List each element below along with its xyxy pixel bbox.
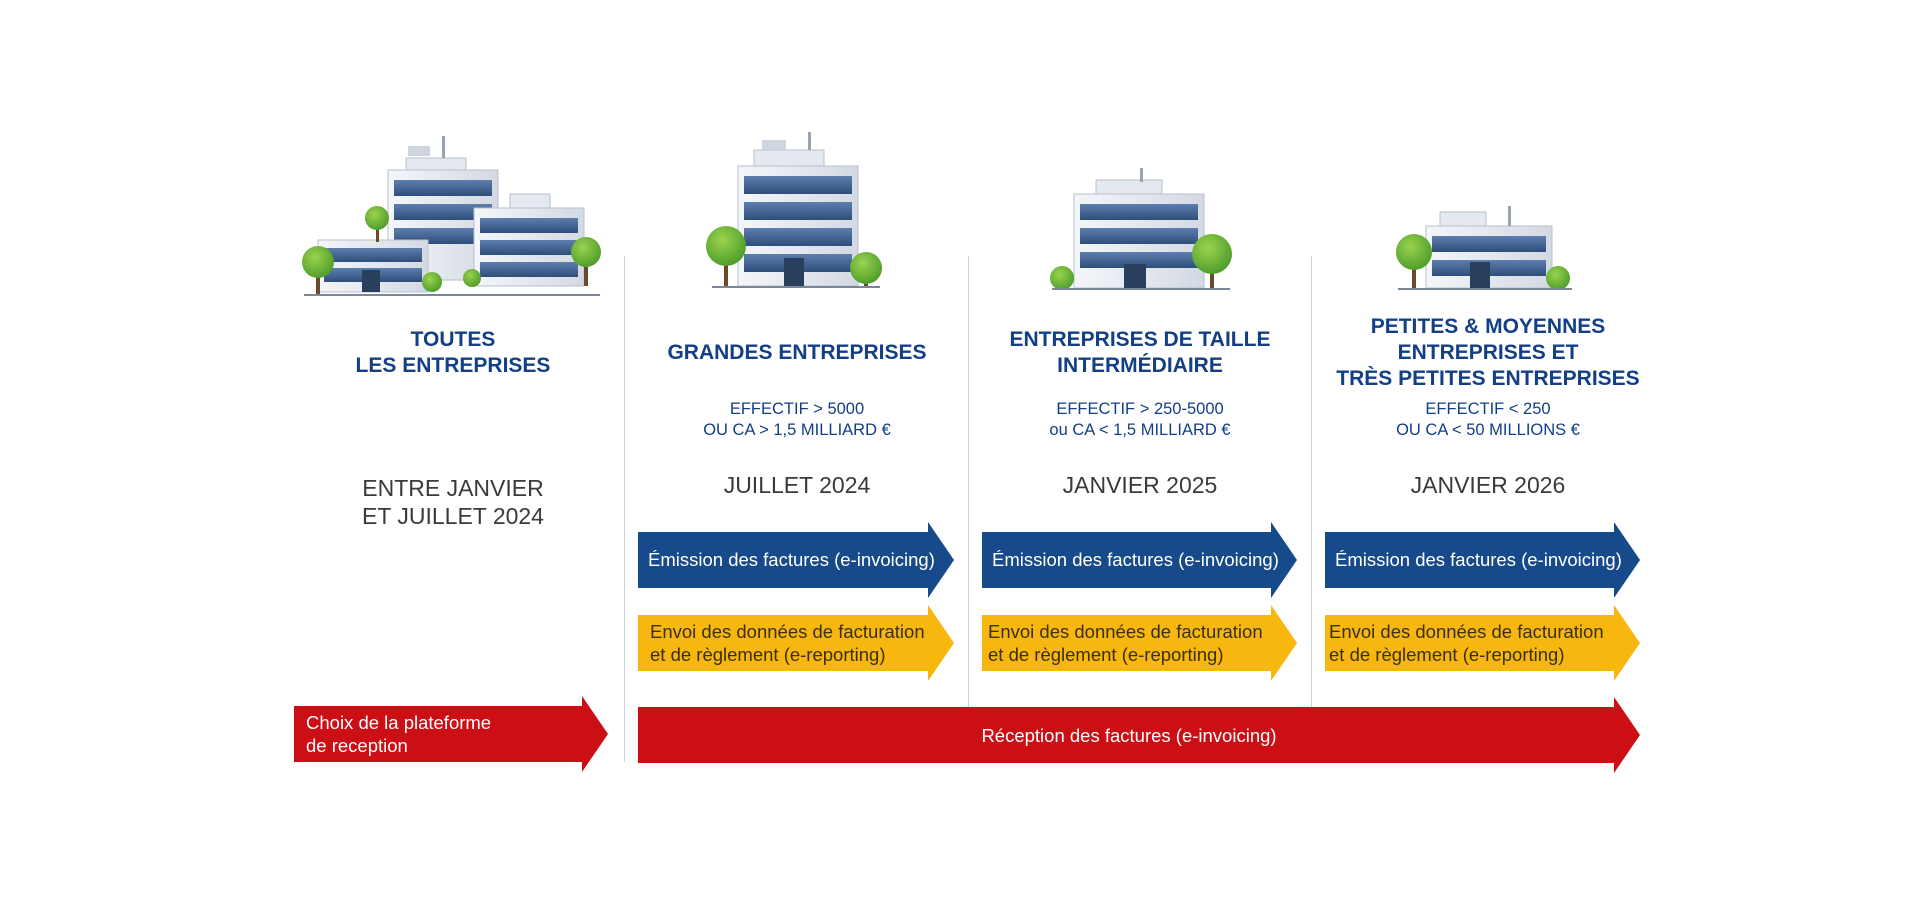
date-line: JUILLET 2024: [723, 472, 871, 498]
title-line: GRANDES ENTREPRISES: [667, 341, 927, 364]
reporting-label: Envoi des données de facturation et de r…: [982, 605, 1288, 681]
criteria-line: ou CA < 1,5 MILLIARD €: [1049, 421, 1231, 439]
title-line: ENTREPRISES DE TAILLE: [1009, 328, 1271, 351]
office-buildings-cluster-icon: [296, 130, 610, 306]
criteria-line: OU CA > 1,5 MILLIARD €: [703, 421, 891, 439]
emission-arrow-2024: Émission des factures (e-invoicing): [638, 522, 954, 598]
column-1-date: ENTRE JANVIER ET JUILLET 2024: [300, 474, 606, 530]
column-2-title: GRANDES ENTREPRISES: [640, 340, 954, 366]
title-line: ENTREPRISES ET: [1397, 341, 1579, 364]
platform-choice-line: Choix de la plateforme: [306, 712, 492, 733]
title-line: INTERMÉDIAIRE: [1057, 354, 1223, 377]
reporting-arrow-2026: Envoi des données de facturation et de r…: [1325, 605, 1640, 681]
reporting-line: Envoi des données de facturation: [1329, 621, 1604, 642]
reporting-arrow-2024: Envoi des données de facturation et de r…: [638, 605, 954, 681]
emission-label: Émission des factures (e-invoicing): [648, 549, 935, 570]
date-line: ET JUILLET 2024: [362, 503, 544, 529]
date-line: JANVIER 2026: [1410, 472, 1566, 498]
column-4-criteria: EFFECTIF < 250 OU CA < 50 MILLIONS €: [1328, 399, 1648, 441]
reporting-arrow-2025: Envoi des données de facturation et de r…: [982, 605, 1297, 681]
emission-arrow-2025: Émission des factures (e-invoicing): [982, 522, 1297, 598]
column-divider-1: [624, 256, 625, 762]
column-2-date: JUILLET 2024: [640, 471, 954, 499]
criteria-line: EFFECTIF > 5000: [729, 400, 865, 418]
platform-choice-label: Choix de la plateforme de reception: [294, 696, 586, 772]
tall-office-building-icon: [700, 130, 890, 292]
reporting-line: et de règlement (e-reporting): [650, 644, 886, 665]
emission-arrow-2026: Émission des factures (e-invoicing): [1325, 522, 1640, 598]
criteria-line: EFFECTIF < 250: [1425, 400, 1551, 418]
column-divider-3: [1311, 256, 1312, 762]
criteria-line: EFFECTIF > 250-5000: [1056, 400, 1224, 418]
platform-choice-line: de reception: [306, 735, 408, 756]
column-2-criteria: EFFECTIF > 5000 OU CA > 1,5 MILLIARD €: [640, 399, 954, 441]
reporting-label: Envoi des données de facturation et de r…: [638, 605, 950, 681]
reporting-label: Envoi des données de facturation et de r…: [1325, 605, 1629, 681]
emission-label: Émission des factures (e-invoicing): [1335, 549, 1622, 570]
platform-choice-arrow: Choix de la plateforme de reception: [294, 696, 608, 772]
date-line: ENTRE JANVIER: [362, 475, 544, 501]
column-3-title: ENTREPRISES DE TAILLE INTERMÉDIAIRE: [984, 327, 1296, 379]
column-3-criteria: EFFECTIF > 250-5000 ou CA < 1,5 MILLIARD…: [984, 399, 1296, 441]
column-1-title: TOUTES LES ENTREPRISES: [300, 327, 606, 379]
title-line: LES ENTREPRISES: [355, 354, 551, 377]
emission-label: Émission des factures (e-invoicing): [992, 549, 1279, 570]
reporting-line: et de règlement (e-reporting): [1329, 644, 1565, 665]
reporting-line: et de règlement (e-reporting): [988, 644, 1224, 665]
reception-label: Réception des factures (e-invoicing): [981, 724, 1277, 746]
column-4-title: PETITES & MOYENNES ENTREPRISES ET TRÈS P…: [1318, 314, 1658, 392]
reception-arrow: Réception des factures (e-invoicing): [638, 697, 1640, 773]
criteria-line: OU CA < 50 MILLIONS €: [1396, 421, 1580, 439]
reporting-line: Envoi des données de facturation: [988, 621, 1263, 642]
column-3-date: JANVIER 2025: [984, 471, 1296, 499]
title-line: PETITES & MOYENNES: [1370, 315, 1606, 338]
title-line: TRÈS PETITES ENTREPRISES: [1336, 367, 1640, 390]
column-divider-2: [968, 256, 969, 762]
small-office-building-icon: [1388, 202, 1582, 294]
medium-office-building-icon: [1044, 166, 1238, 294]
title-line: TOUTES: [410, 328, 496, 351]
reporting-line: Envoi des données de facturation: [650, 621, 925, 642]
date-line: JANVIER 2025: [1062, 472, 1218, 498]
column-4-date: JANVIER 2026: [1328, 471, 1648, 499]
